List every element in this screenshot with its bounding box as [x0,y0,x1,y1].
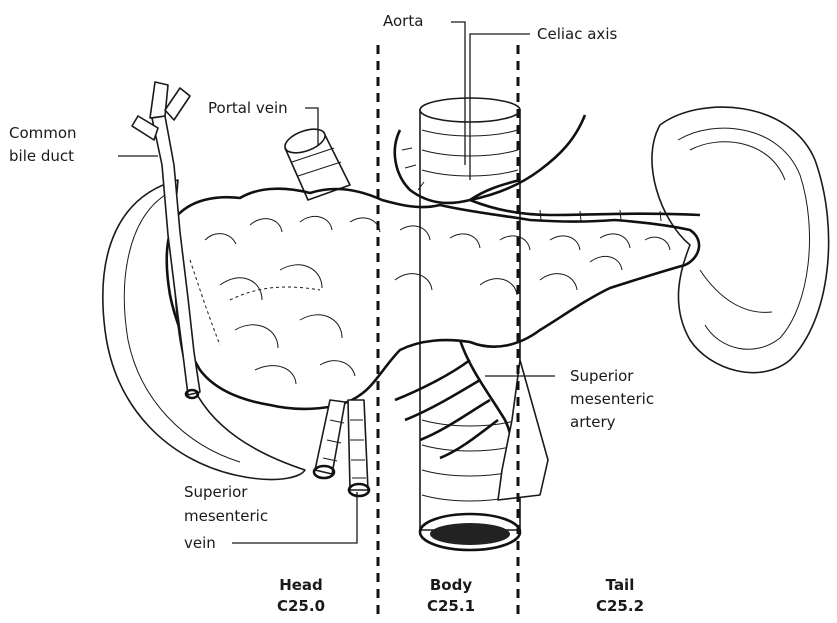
spleen [652,107,829,373]
common-bile-duct-label-2: bile duct [9,147,74,165]
superior-mesenteric-artery-label-3: artery [570,413,616,431]
region-head-code: C25.0 [277,597,325,615]
superior-mesenteric-artery-label-1: Superior [570,367,634,385]
celiac-axis-label: Celiac axis [537,25,617,43]
region-head-name: Head [279,576,323,594]
superior-mesenteric-vein-label-3: vein [184,534,216,552]
superior-mesenteric-vein-label-1: Superior [184,483,248,501]
superior-mesenteric-vein [314,400,369,496]
common-bile-duct-label-1: Common [9,124,77,142]
region-body-name: Body [430,576,472,594]
region-body-code: C25.1 [427,597,475,615]
duodenum [103,180,305,479]
region-tail-code: C25.2 [596,597,644,615]
superior-mesenteric-artery-label-2: mesenteric [570,390,654,408]
portal-vein-label: Portal vein [208,99,288,117]
region-tail-name: Tail [606,576,635,594]
aorta-label: Aorta [383,12,423,30]
superior-mesenteric-vein-label-2: mesenteric [184,507,268,525]
